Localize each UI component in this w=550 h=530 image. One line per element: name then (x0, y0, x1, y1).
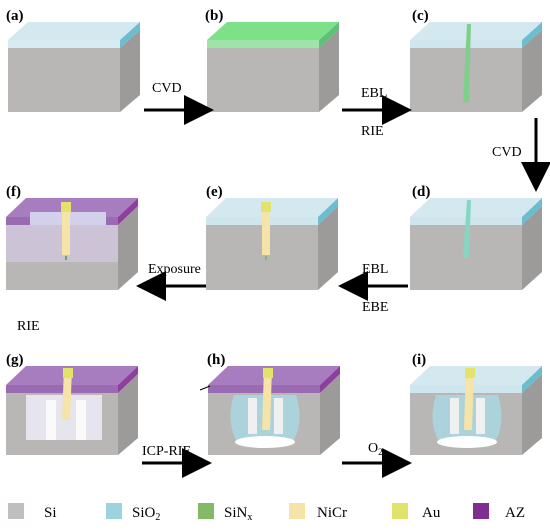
step-label-ebe: EBE (362, 300, 388, 315)
panel-label-e: (e) (206, 184, 223, 200)
legend-swatch-au (392, 503, 408, 519)
panel-label-b: (b) (205, 8, 223, 24)
panel-label-f: (f) (6, 184, 21, 200)
sinx-waveguide (463, 200, 471, 258)
legend-label-au: Au (422, 505, 441, 521)
nicr-heater (464, 368, 474, 430)
panel-label-h: (h) (207, 352, 225, 368)
au-pad (261, 202, 271, 212)
step-label-rie-2: RIE (17, 319, 40, 334)
legend-label-sinx: SiNx (224, 505, 252, 523)
panel-f: (f) (6, 184, 138, 290)
step-c-to-d: CVD (492, 118, 550, 192)
legend-swatch-az (473, 503, 489, 519)
step-label-cvd-2: CVD (492, 145, 522, 160)
panel-a: (a) (6, 8, 140, 112)
step-label-exposure: Exposure (148, 262, 201, 277)
panel-label-i: (i) (412, 352, 426, 368)
au-pad (465, 368, 475, 378)
legend-swatch-sinx (198, 503, 214, 519)
au-pad (263, 368, 273, 378)
au-pad (61, 202, 71, 212)
step-label-icp-rie: ICP-RIE (142, 444, 191, 459)
panel-label-g: (g) (6, 352, 24, 368)
panel-e: (e) (206, 184, 338, 290)
panel-c: (c) (410, 8, 542, 112)
step-label-o2: O2 (368, 441, 383, 457)
legend-item-sinx: SiNx (198, 503, 252, 523)
panel-label-a: (a) (6, 8, 24, 24)
nicr-heater (62, 368, 72, 420)
panel-b: (b) (205, 8, 339, 112)
panel-g: (g) (6, 352, 138, 455)
legend-item-az: AZ (473, 503, 525, 521)
nicr-heater (262, 202, 270, 255)
step-a-to-b: CVD (144, 81, 214, 125)
step-g-to-h: ICP-RIE (142, 444, 212, 478)
legend-swatch-si (8, 503, 24, 519)
legend-item-si: Si (8, 503, 57, 521)
legend-item-sio2: SiO2 (106, 503, 160, 523)
legend-swatch-sio2 (106, 503, 122, 519)
step-e-to-f: Exposure RIE (17, 262, 206, 334)
panel-i: (i) (410, 352, 542, 455)
step-b-to-c: EBL RIE (342, 86, 412, 139)
legend-item-nicr: NiCr (289, 503, 347, 521)
sinx-waveguide (463, 24, 471, 102)
legend-item-au: Au (392, 503, 441, 521)
legend-label-nicr: NiCr (317, 505, 347, 521)
legend-swatch-nicr (289, 503, 305, 519)
legend: Si SiO2 SiNx NiCr Au AZ (8, 503, 525, 523)
step-label-ebl-2: EBL (362, 262, 388, 277)
panel-label-d: (d) (412, 184, 430, 200)
step-d-to-e: EBL EBE (338, 262, 408, 315)
au-pad (63, 368, 73, 378)
step-label-ebl: EBL (361, 86, 387, 101)
nicr-heater (62, 202, 70, 255)
legend-label-sio2: SiO2 (132, 505, 160, 523)
step-label-rie: RIE (361, 124, 384, 139)
panel-label-c: (c) (412, 8, 429, 24)
nicr-heater (262, 368, 272, 430)
step-label-cvd: CVD (152, 81, 182, 96)
legend-label-az: AZ (505, 505, 525, 521)
panel-d: (d) (410, 184, 542, 290)
legend-label-si: Si (44, 505, 57, 521)
panel-h: (h) (199, 352, 340, 455)
step-h-to-i: O2 (342, 441, 412, 478)
